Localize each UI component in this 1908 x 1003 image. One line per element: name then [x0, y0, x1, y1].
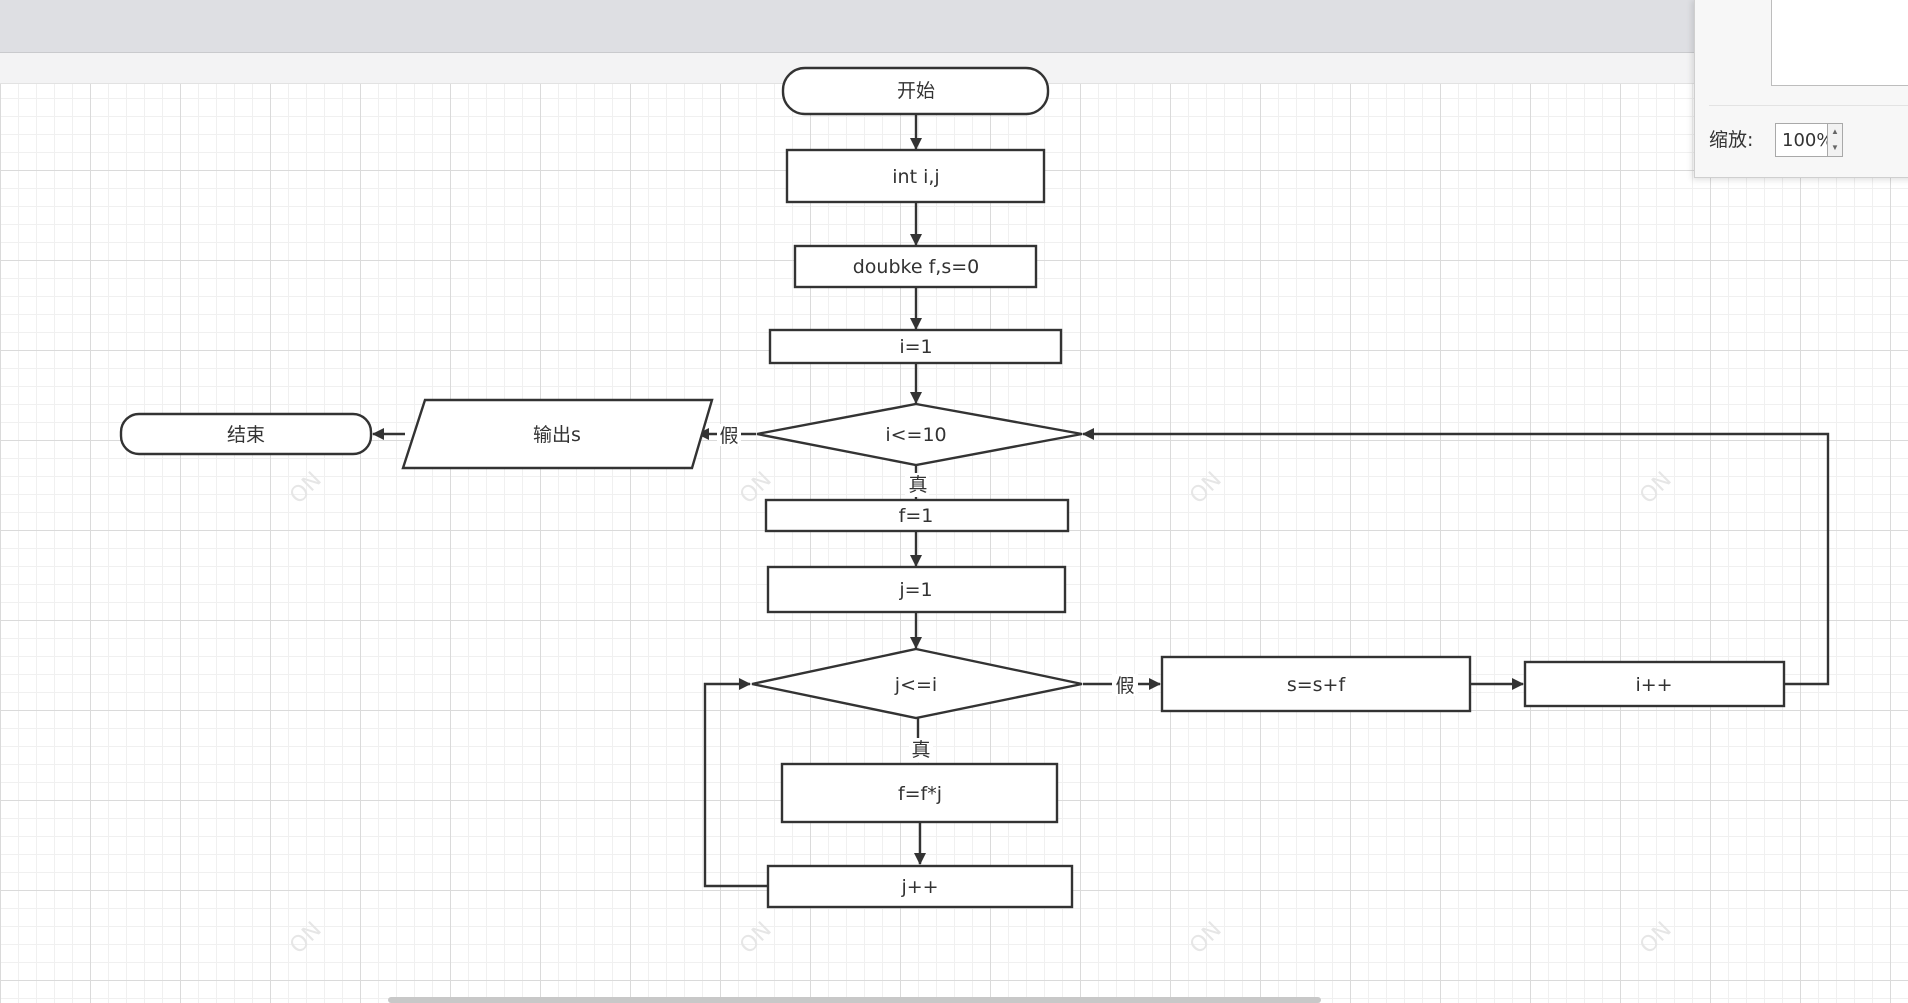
chevron-up-icon[interactable]: ▲ [1831, 127, 1839, 136]
watermark-mark: ON [1185, 917, 1227, 959]
watermark-mark: ON [285, 917, 327, 959]
watermark-mark: ON [1635, 467, 1677, 509]
zoom-stepper[interactable]: ▲ ▼ [1827, 123, 1843, 157]
node-incr-i[interactable]: i++ [1523, 660, 1786, 708]
node-init-f-label: f=1 [899, 505, 934, 527]
node-cond-j-label: j<=i [894, 674, 937, 696]
horizontal-scrollbar[interactable] [388, 997, 1321, 1003]
node-cond-i[interactable]: i<=10 [756, 402, 1083, 467]
label-cond-j-false: 假 [1115, 675, 1134, 697]
node-update-s-label: s=s+f [1287, 674, 1347, 696]
node-init-i-label: i=1 [899, 336, 932, 358]
node-init-j[interactable]: j=1 [766, 565, 1067, 614]
node-incr-i-label: i++ [1635, 674, 1672, 696]
node-cond-j[interactable]: j<=i [751, 647, 1083, 720]
edge-incr-j-loop-back[interactable] [703, 678, 767, 888]
node-update-f[interactable]: f=f*j [780, 762, 1059, 824]
node-update-s[interactable]: s=s+f [1160, 655, 1472, 713]
node-init-i[interactable]: i=1 [768, 328, 1063, 365]
chevron-down-icon[interactable]: ▼ [1831, 143, 1839, 152]
node-end-label: 结束 [227, 424, 265, 446]
nodes: 开始 int i,j doubke f,s=0 i=1 i<=10 输出s [119, 66, 1786, 909]
minimap[interactable] [1771, 0, 1908, 86]
edge-labels: 真 假 真 假 [717, 424, 1138, 762]
node-end[interactable]: 结束 [119, 412, 373, 456]
node-init-j-label: j=1 [898, 579, 932, 601]
node-decl-fs-label: doubke f,s=0 [853, 256, 979, 278]
label-cond-i-false: 假 [719, 425, 738, 447]
watermark-mark: ON [1185, 467, 1227, 509]
zoom-label: 缩放: [1709, 129, 1754, 151]
top-toolbar [0, 0, 1908, 53]
node-output-s-label: 输出s [533, 424, 581, 446]
node-decl-fs[interactable]: doubke f,s=0 [793, 244, 1038, 289]
node-incr-j-label: j++ [900, 876, 938, 898]
node-cond-i-label: i<=10 [885, 424, 946, 446]
node-decl-ij-label: int i,j [892, 166, 939, 188]
zoom-input[interactable] [1775, 123, 1827, 157]
node-start-label: 开始 [897, 80, 935, 102]
label-cond-j-true: 真 [911, 739, 930, 761]
zoom-panel: 缩放: ▲ ▼ [1694, 0, 1908, 178]
drawing-canvas[interactable] [0, 84, 1908, 1003]
edge-incr-i-loop-back[interactable] [1082, 428, 1830, 686]
node-init-f[interactable]: f=1 [764, 498, 1070, 533]
panel-divider [1709, 105, 1908, 106]
watermark-mark: ON [1635, 917, 1677, 959]
node-output-s[interactable]: 输出s [401, 398, 714, 470]
node-start[interactable]: 开始 [781, 66, 1050, 116]
node-update-f-label: f=f*j [898, 783, 942, 805]
connectors [372, 114, 1830, 888]
watermark-mark: ON [735, 917, 777, 959]
watermark-mark: ON [285, 467, 327, 509]
label-cond-i-true: 真 [908, 474, 927, 496]
node-decl-ij[interactable]: int i,j [785, 148, 1046, 204]
node-incr-j[interactable]: j++ [766, 864, 1074, 909]
